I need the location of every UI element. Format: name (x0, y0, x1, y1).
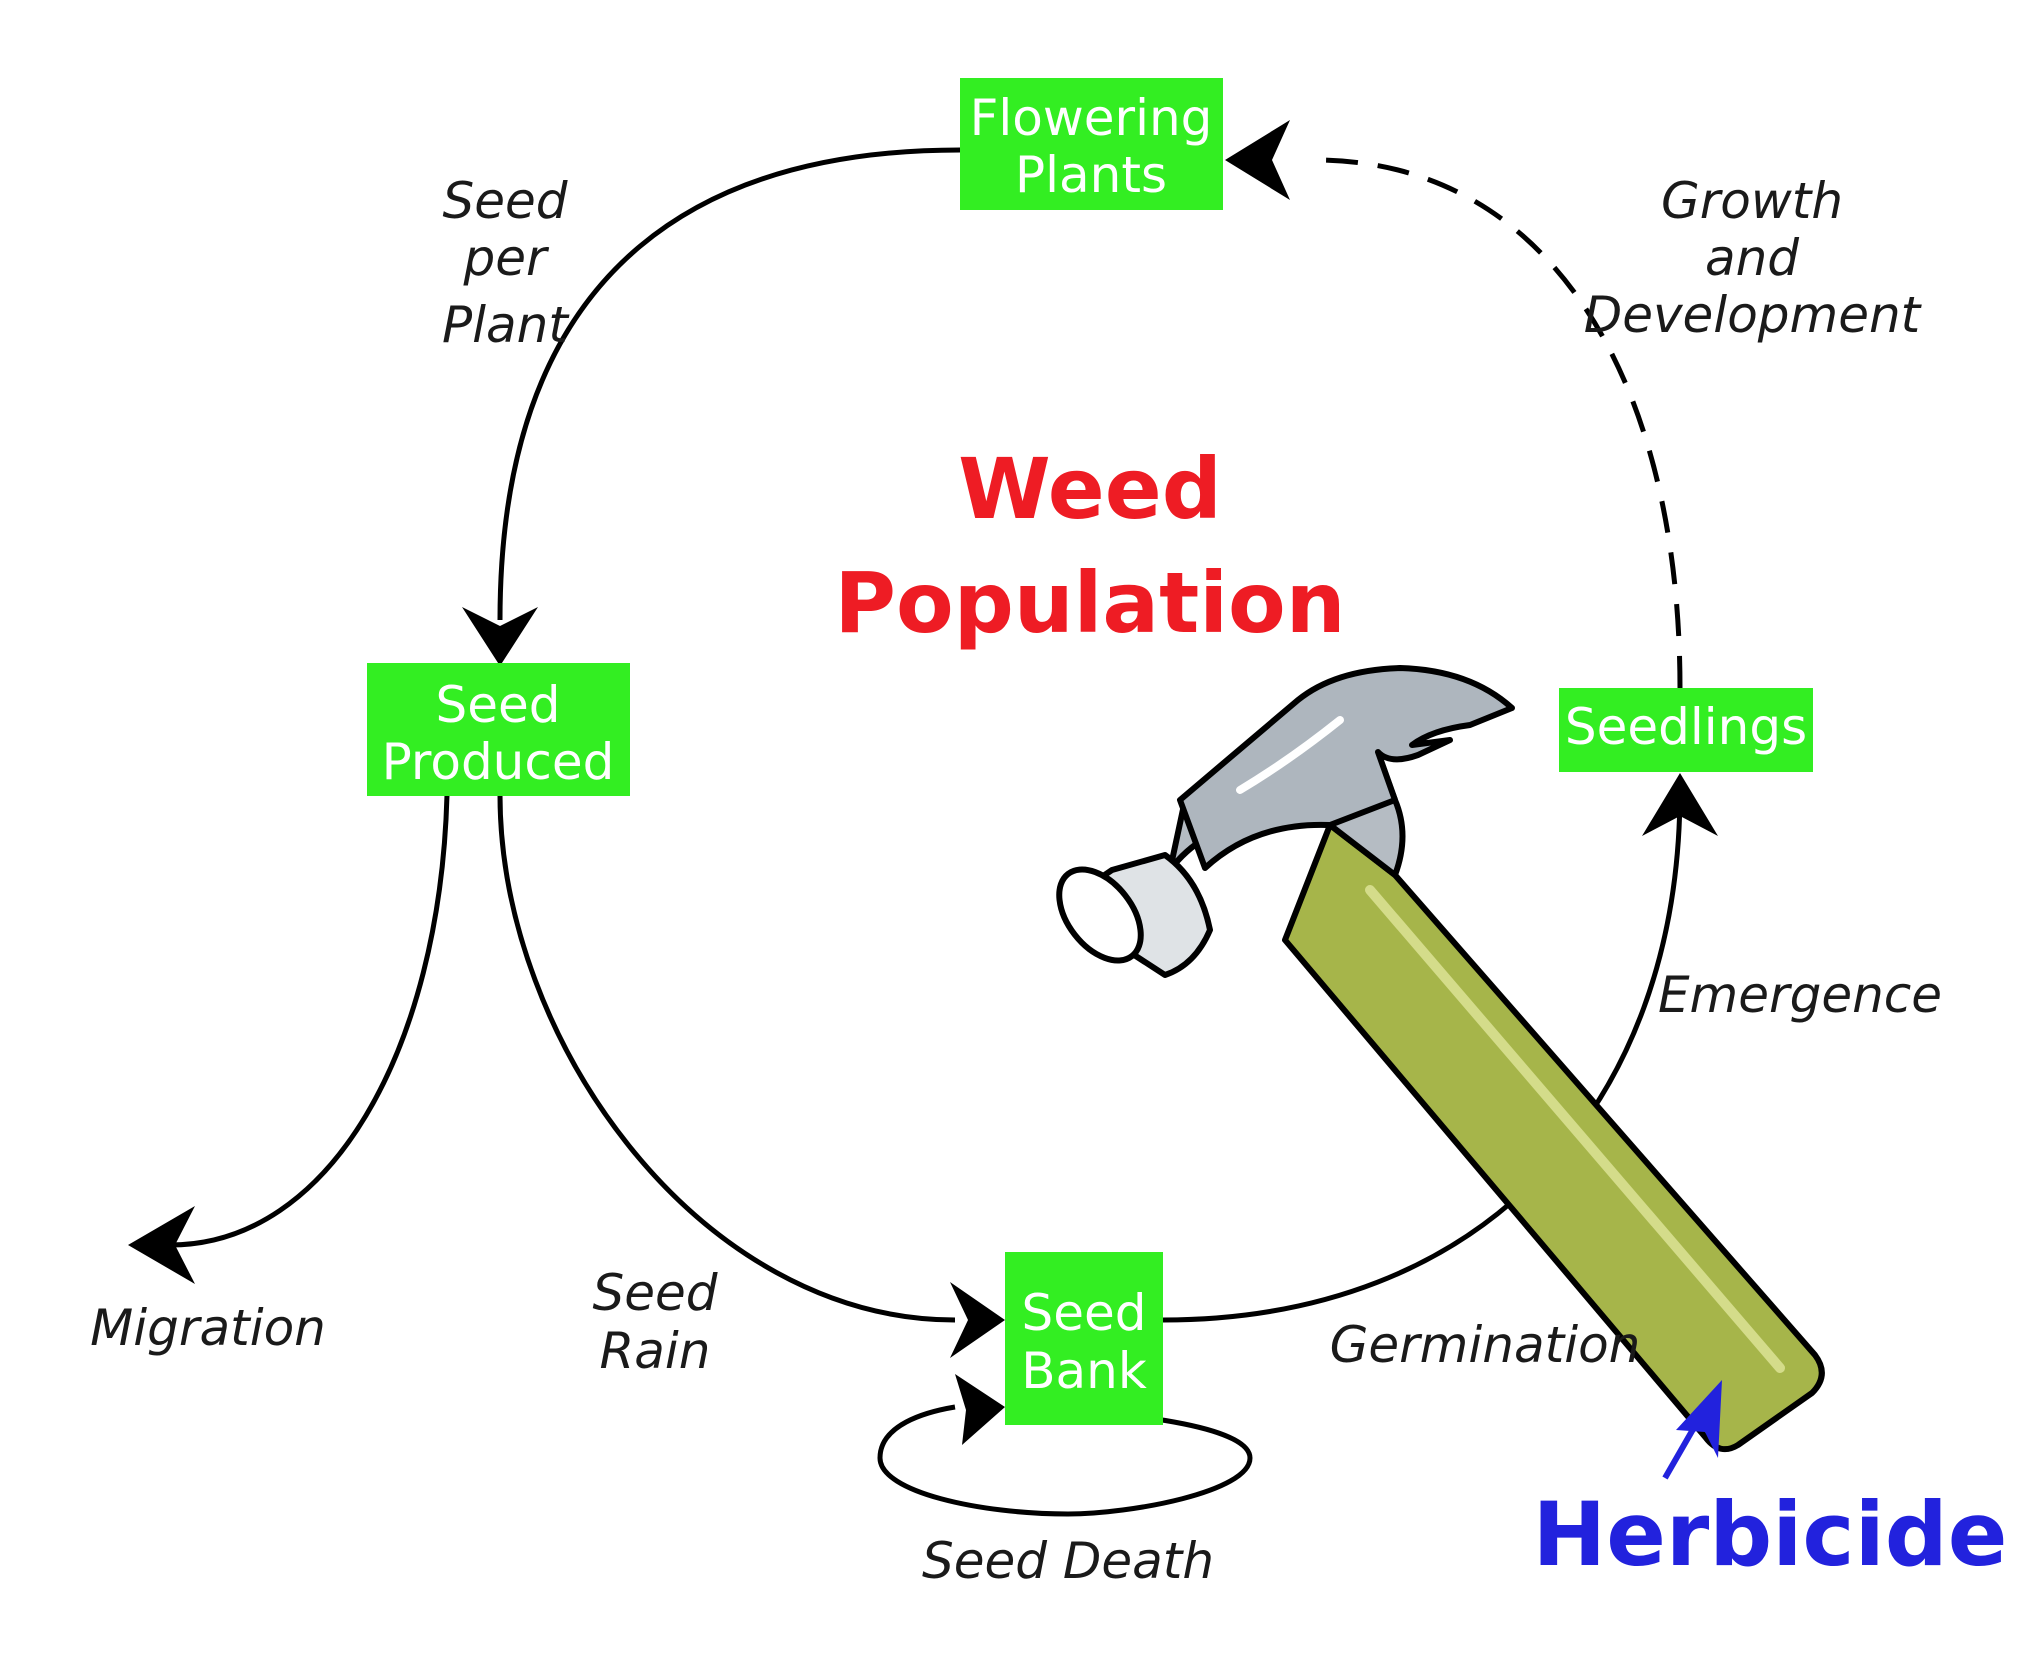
hammer-head (1177, 665, 1515, 871)
node-seed-bank-box (1005, 1252, 1163, 1425)
label-growth-development-line1: Growth (1661, 172, 1843, 230)
node-seed-bank-line2: Bank (1021, 1342, 1147, 1400)
node-seedlings-line1: Seedlings (1565, 698, 1807, 756)
node-seed-bank-line1: Seed (1022, 1284, 1147, 1342)
node-flowering-plants-line1: Flowering (970, 89, 1213, 147)
node-seed-produced-line2: Produced (382, 733, 615, 791)
node-seed-bank: Seed Bank (1005, 1252, 1163, 1425)
flow-lines (169, 147, 1683, 1517)
label-seed-per-plant-line3: Plant (442, 296, 570, 354)
arrow-to-migration (128, 1206, 195, 1284)
label-growth-development-line2: and (1705, 229, 1799, 287)
label-seed-rain-line1: Seed (593, 1264, 718, 1322)
label-seed-per-plant: Seed per Plant (442, 172, 570, 354)
node-seed-produced-line1: Seed (436, 676, 561, 734)
label-seed-per-plant-line1: Seed (443, 172, 568, 230)
node-flowering-plants: Flowering Plants (960, 78, 1223, 210)
arrow-seed-death-return (955, 1374, 1005, 1445)
diagram-title-line2: Population (834, 554, 1345, 652)
arrow-to-seed-produced (462, 607, 538, 666)
diagram-title: Weed Population (834, 440, 1345, 652)
node-seedlings: Seedlings (1559, 688, 1813, 772)
arrow-to-seed-bank (950, 1282, 1005, 1358)
flow-seed-death (877, 1404, 1253, 1517)
label-seed-rain: Seed Rain (593, 1264, 718, 1380)
label-growth-development: Growth and Development (1584, 172, 1923, 344)
label-seed-per-plant-line2: per (462, 229, 550, 287)
hammer-handle-shine (1365, 885, 1785, 1373)
hammer-face-end (1056, 866, 1144, 964)
arrow-to-flowering-plants (1225, 120, 1290, 200)
hammer-highlight (1236, 716, 1344, 794)
label-migration: Migration (90, 1299, 326, 1357)
flow-seed-per-plant (497, 147, 961, 621)
diagram-title-line1: Weed (958, 440, 1222, 538)
hammer-icon (1056, 665, 1825, 1453)
node-flowering-plants-line2: Plants (1015, 146, 1167, 204)
node-seedlings-box (1559, 688, 1813, 772)
node-seed-produced-box (367, 663, 630, 796)
hammer-handle (1282, 822, 1825, 1453)
label-germination: Germination (1330, 1316, 1641, 1374)
herbicide-pointer-head (1676, 1380, 1722, 1458)
node-seed-produced: Seed Produced (367, 663, 630, 796)
label-seed-rain-line2: Rain (600, 1322, 711, 1380)
flow-migration (169, 794, 450, 1248)
node-flowering-plants-box (960, 78, 1223, 210)
flow-growth-development (1314, 157, 1683, 689)
label-growth-development-line3: Development (1584, 286, 1923, 344)
arrowheads (128, 120, 1718, 1445)
label-seed-death: Seed Death (922, 1532, 1214, 1590)
herbicide-label: Herbicide (1533, 1483, 2008, 1586)
herbicide-pointer (1662, 1380, 1722, 1480)
flow-seed-rain (497, 794, 956, 1323)
label-emergence: Emergence (1658, 966, 1942, 1024)
arrow-to-seedlings (1642, 773, 1718, 836)
